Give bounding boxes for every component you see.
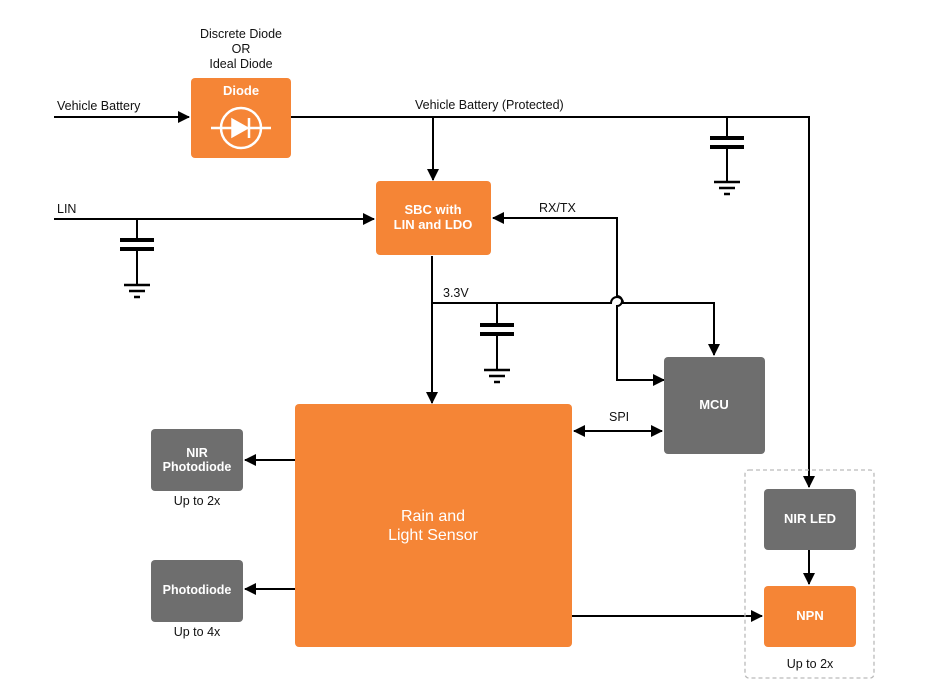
nir-led-label: NIR LED [784,511,836,526]
battery-capacitor [710,117,744,181]
ground-icon [124,283,150,299]
mcu-block[interactable]: MCU [664,357,765,454]
diode-note-line1: Discrete Diode [200,27,282,41]
npn-label: NPN [796,608,823,623]
ground-icon [484,368,510,384]
nir-photodiode-line1: NIR [186,446,208,460]
v33-rail [432,296,720,356]
lin-label: LIN [57,202,76,216]
ground-icon [714,180,740,196]
v33-capacitor [480,303,514,369]
vehicle-battery-protected-label: Vehicle Battery (Protected) [415,98,564,112]
sensor-label-line2: Light Sensor [388,527,479,544]
rxtx-label: RX/TX [539,201,576,215]
led-group-count: Up to 2x [787,657,834,671]
sbc-label-line1: SBC with [404,202,461,217]
diode-note-line2: OR [232,42,251,56]
npn-block[interactable]: NPN [764,586,856,647]
protected-battery-rail [291,116,815,488]
diode-title: Diode [223,83,259,98]
sbc-block[interactable]: SBC with LIN and LDO [376,181,491,255]
sensor-label-line1: Rain and [401,508,465,525]
led-driver-group [744,469,875,679]
rxtx-wire [492,212,665,386]
rain-light-sensor-block[interactable]: Rain and Light Sensor [295,404,572,647]
nir-photodiode-block[interactable]: NIR Photodiode [151,429,243,491]
mcu-label: MCU [699,397,729,412]
lin-capacitor [120,219,154,284]
photodiode-block[interactable]: Photodiode [151,560,243,622]
nir-photodiode-count: Up to 2x [174,494,221,508]
diode-icon [211,106,271,150]
photodiode-label: Photodiode [163,583,232,597]
sbc-label-line2: LIN and LDO [394,217,473,232]
nir-photodiode-line2: Photodiode [163,460,232,474]
diode-block[interactable]: Diode [191,78,291,158]
vehicle-battery-label: Vehicle Battery [57,99,141,113]
spi-label: SPI [609,410,629,424]
v33-label: 3.3V [443,286,469,300]
diode-note-line3: Ideal Diode [209,57,272,71]
nir-led-block[interactable]: NIR LED [764,489,856,550]
photodiode-count: Up to 4x [174,625,221,639]
